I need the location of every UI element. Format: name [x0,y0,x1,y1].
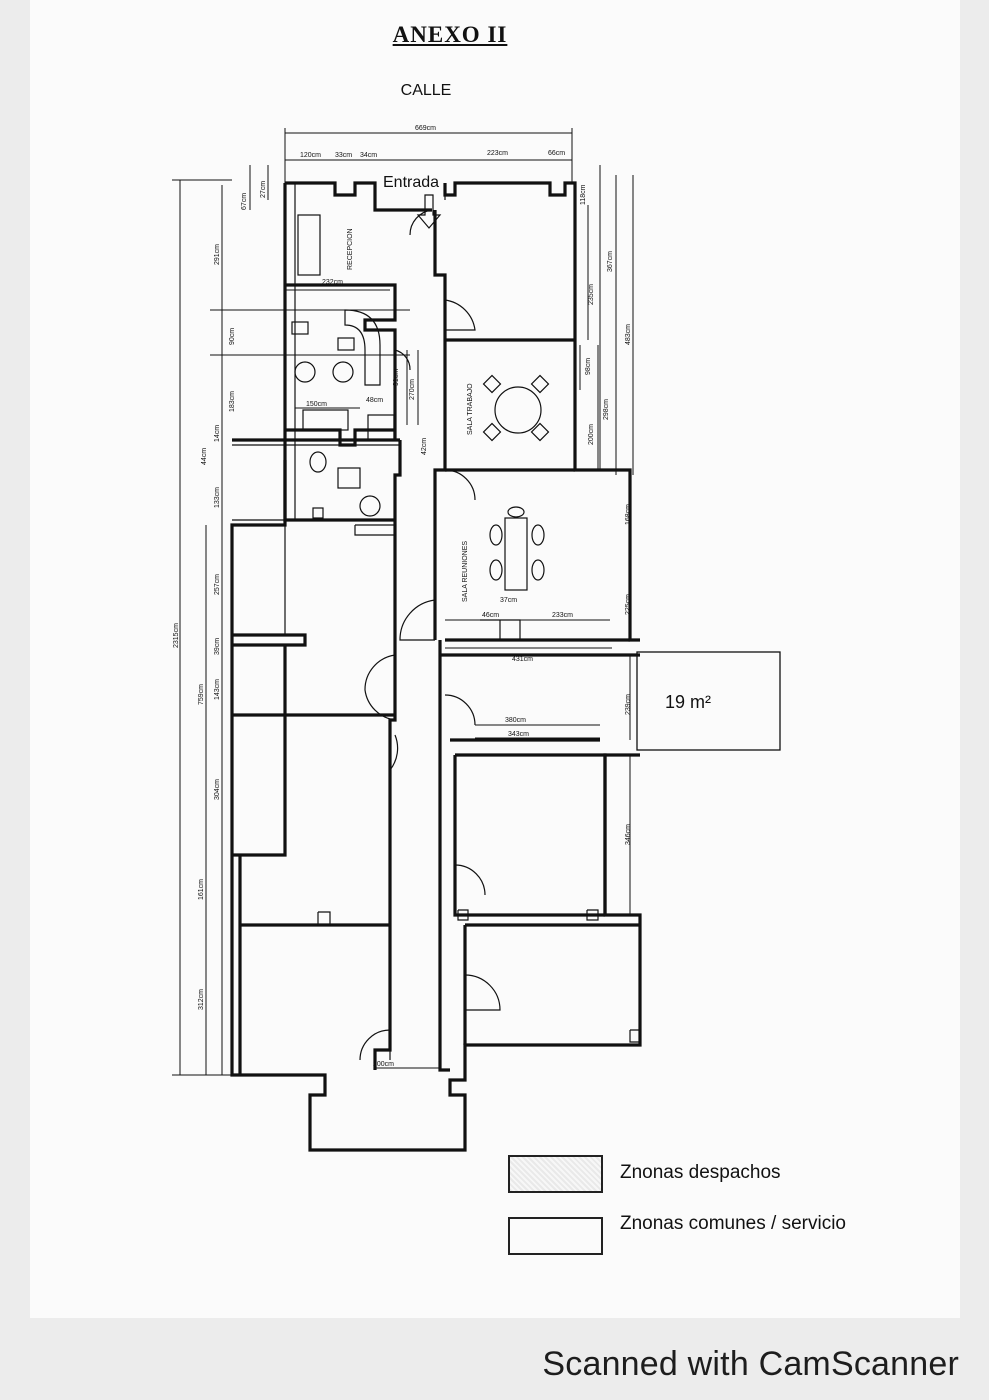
dim-top-mid: 223cm [487,150,508,157]
dim-r67: 67cm [241,193,248,210]
dim-e298: 298cm [603,399,610,420]
legend-swatch-common [508,1217,603,1255]
area-box [636,651,781,751]
dim-r257: 257cm [214,574,221,595]
dim-c48: 48cm [366,397,383,404]
dim-r133: 133cm [214,487,221,508]
dim-top-left: 120cm [300,152,321,159]
doors [359,209,501,1061]
dim-c343: 343cm [508,731,529,738]
dim-r759: 759cm [198,684,205,705]
dim-r304: 304cm [214,779,221,800]
dim-r29: 291cm [214,244,221,265]
legend-label-common: Znonas comunes / servicio [620,1213,846,1234]
dim-left-total: 2315cm [173,623,180,648]
room-meeting: SALA REUNIONES [462,541,469,602]
dim-c431: 431cm [512,656,533,663]
dim-c232: 232cm [322,279,343,286]
dim-bottom: 200cm [373,1061,394,1068]
dim-top-small: 33cm [335,152,352,159]
dim-c233: 233cm [552,612,573,619]
entrance-label: Entrada [383,174,439,191]
dim-r143: 143cm [214,679,221,700]
dim-r183: 183cm [229,391,236,412]
dim-c380: 380cm [505,717,526,724]
dim-r27: 27cm [260,181,267,198]
scanner-watermark: Scanned with CamScanner [542,1345,959,1383]
dim-r44: 44cm [201,448,208,465]
room-work: SALA TRABAJO [467,383,474,435]
dim-c150: 150cm [306,401,327,408]
street-label: CALLE [400,82,452,99]
outer-walls [230,181,642,1152]
dim-top-total: 669cm [415,125,436,132]
dim-r90: 90cm [229,328,236,345]
scanned-sheet [30,0,960,1318]
dim-top-right: 66cm [548,150,565,157]
dim-c91: 91cm [393,369,400,386]
dim-e239: 239cm [625,694,632,715]
legend-label-offices: Znonas despachos [620,1162,781,1183]
room-reception: RECEPCION [347,228,354,270]
dim-e235: 235cm [588,284,595,305]
dim-e483: 483cm [625,324,632,345]
room-labels: RECEPCION SALA TRABAJO SALA REUNIONES [347,228,474,602]
dim-e346: 346cm [625,824,632,845]
legend: Znonas despachos Znonas comunes / servic… [508,1155,928,1275]
dim-c270: 270cm [409,379,416,400]
dim-e367: 367cm [607,251,614,272]
dim-c46: 46cm [482,612,499,619]
dim-c42: 42cm [421,438,428,455]
dim-r312: 312cm [198,989,205,1010]
dim-e225: 225cm [625,594,632,615]
dim-r14: 14cm [214,425,221,442]
legend-swatch-offices [508,1155,603,1193]
floor-plan: Entrada 19 m² 6 [172,125,781,1152]
dim-e200: 200cm [588,424,595,445]
dim-r39: 39cm [214,638,221,655]
right-rooms [440,338,641,1045]
furniture [291,214,550,591]
dim-top-small-b: 34cm [360,152,377,159]
dim-c37: 37cm [500,597,517,604]
document-title: ANEXO II [392,22,508,47]
dim-e168: 168cm [625,504,632,525]
dimension-lines [172,128,634,1076]
dim-e98: 98cm [585,358,592,375]
dim-r161: 161cm [198,879,205,900]
dimension-labels: 669cm 120cm 33cm 34cm 223cm 66cm 232cm 1… [173,125,632,1068]
dim-e118: 118cm [580,184,587,205]
entrance-arrow [416,194,442,229]
area-label: 19 m² [665,692,711,712]
